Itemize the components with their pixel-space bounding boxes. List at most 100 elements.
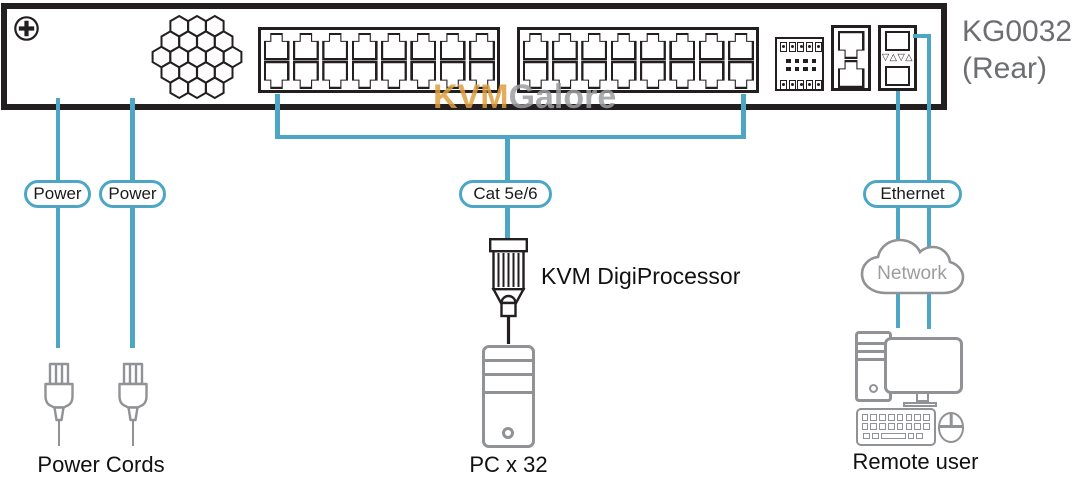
key xyxy=(879,423,886,430)
terminal-pin xyxy=(786,58,791,64)
terminal-screw xyxy=(806,79,814,90)
rj45-port xyxy=(469,32,495,61)
power-cable-2 xyxy=(130,98,135,348)
key xyxy=(880,432,906,439)
decor xyxy=(782,83,786,87)
key xyxy=(870,423,878,430)
rj45-port xyxy=(639,32,666,61)
terminal-pin xyxy=(811,66,817,72)
vent-hex xyxy=(222,45,243,69)
rj45-port xyxy=(351,61,378,89)
view-label: (Rear) xyxy=(962,52,1048,85)
rj45-port xyxy=(669,32,696,61)
monitor-base xyxy=(903,402,937,407)
network-label: Network xyxy=(877,263,947,284)
keyboard-icon xyxy=(856,408,936,446)
terminal-pin xyxy=(803,66,808,72)
monitor-stand xyxy=(916,394,929,402)
key xyxy=(923,414,930,421)
power-pill-left: Power xyxy=(24,180,91,208)
rj45-port xyxy=(380,32,407,61)
power-cable-1 xyxy=(55,98,60,348)
key xyxy=(870,414,878,421)
terminal-pin xyxy=(803,58,808,64)
ethernet-cable-1 xyxy=(895,91,900,328)
rj45-port xyxy=(410,61,437,89)
rj45-port xyxy=(263,61,290,89)
power-cords-label: Power Cords xyxy=(37,452,165,477)
terminal-screw xyxy=(814,79,822,90)
network-cloud-icon: Network xyxy=(860,238,965,295)
key xyxy=(896,414,904,421)
kvm-digiprocessor-icon xyxy=(489,238,528,344)
sfp-port-bottom xyxy=(885,66,910,86)
sfp-port-top xyxy=(885,31,910,51)
rj45-port xyxy=(610,61,637,89)
rj45-port xyxy=(522,61,549,89)
key xyxy=(861,423,869,430)
key xyxy=(871,432,879,439)
decor xyxy=(790,83,794,87)
decor xyxy=(790,45,794,49)
power-pill-right: Power xyxy=(99,180,166,208)
terminal-screw xyxy=(788,41,796,52)
key xyxy=(879,414,886,421)
rj45-port xyxy=(551,61,578,89)
rj45-port xyxy=(581,32,608,61)
terminal-screw xyxy=(780,41,787,52)
mouse-icon xyxy=(938,412,964,443)
power-button xyxy=(502,427,514,439)
rj45-port xyxy=(292,32,319,61)
terminal-pin xyxy=(794,58,800,64)
bank2-cable-stub xyxy=(741,94,746,139)
power-cord-plug-icon xyxy=(118,362,148,446)
vent-honeycomb-icon xyxy=(151,14,243,100)
power-cord-plug-icon xyxy=(44,362,74,446)
terminal-screw xyxy=(814,41,822,52)
decor xyxy=(816,83,820,87)
rj45-port xyxy=(669,61,696,89)
console-lan-ports xyxy=(831,25,871,91)
terminal-screw xyxy=(797,41,805,52)
watermark-galore: Galore xyxy=(508,78,617,116)
decor xyxy=(808,45,812,49)
rj45-port xyxy=(439,61,466,89)
rj45-port xyxy=(728,32,754,61)
rj45-port xyxy=(263,32,290,61)
ethernet-cable-2-elbow xyxy=(913,33,931,38)
terminal-pin xyxy=(786,66,791,72)
key xyxy=(896,423,904,430)
decor xyxy=(799,83,803,87)
ground-screw-icon xyxy=(14,16,39,41)
rj45-port xyxy=(551,32,578,61)
terminal-screw xyxy=(780,79,787,90)
rj45-port xyxy=(639,61,666,89)
decor xyxy=(816,45,820,49)
sfp-port-block: ▽△▽△ xyxy=(878,25,917,91)
cat5e6-pill: Cat 5e/6 xyxy=(459,180,552,208)
rj45-port xyxy=(322,61,349,89)
digiprocessor-label: KVM DigiProcessor xyxy=(541,263,741,289)
terminal-screw xyxy=(806,41,814,52)
terminal-screw xyxy=(797,79,805,90)
key xyxy=(863,432,870,439)
key xyxy=(905,414,913,421)
ethernet-pill: Ethernet xyxy=(863,180,962,208)
remote-user-label: Remote user xyxy=(852,449,979,474)
decor xyxy=(799,45,803,49)
rj45-port xyxy=(351,32,378,61)
rj45-port xyxy=(698,61,725,89)
cat-cable-bracket xyxy=(275,134,746,139)
decor xyxy=(782,45,786,49)
key xyxy=(907,432,915,439)
key xyxy=(861,414,869,421)
terminal-screw xyxy=(788,79,796,90)
rj45-port xyxy=(410,32,437,61)
rj45-port xyxy=(610,32,637,61)
key xyxy=(905,423,913,430)
key xyxy=(887,414,895,421)
rj45-port xyxy=(837,60,865,88)
watermark-kvm: KVM xyxy=(433,78,509,116)
rj45-port xyxy=(380,61,407,89)
